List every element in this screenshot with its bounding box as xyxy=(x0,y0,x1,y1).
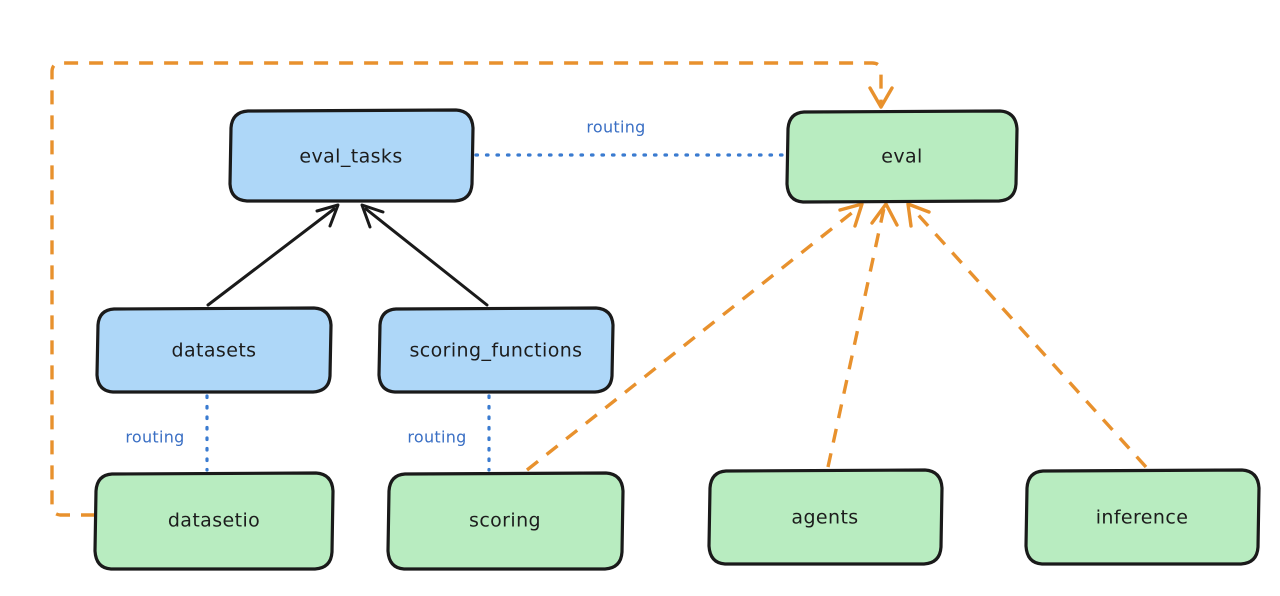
edge-datasets-to-eval-tasks-arrowhead xyxy=(315,203,340,228)
node-eval-label: eval xyxy=(881,146,922,168)
node-eval-shape xyxy=(785,109,1019,204)
node-scoring-functions-shape xyxy=(377,306,615,394)
node-datasets-shape xyxy=(95,306,333,394)
node-datasets-label: datasets xyxy=(172,340,257,362)
edge-inference-to-eval-line xyxy=(910,206,1148,469)
node-scoring-functions-label: scoring_functions xyxy=(410,340,583,362)
edge-scoring-to-eval-line xyxy=(525,206,860,472)
node-datasetio[interactable]: datasetio xyxy=(93,471,335,571)
node-agents-shape xyxy=(707,468,944,566)
edge-scoring-to-eval-arrowhead xyxy=(838,202,864,228)
edge-datasets-to-eval-tasks xyxy=(206,203,340,307)
edge-scoring-functions-to-eval-tasks-line xyxy=(364,207,489,307)
edge-label-routing-datasets: routing xyxy=(125,428,184,447)
edge-inference-to-eval-arrowhead xyxy=(906,202,931,228)
edge-datasets-to-eval-tasks-line xyxy=(206,207,336,307)
node-datasetio-shape xyxy=(93,471,335,571)
node-eval-tasks-label: eval_tasks xyxy=(299,146,402,168)
node-scoring-functions[interactable]: scoring_functions xyxy=(377,306,615,394)
node-eval-tasks-shape xyxy=(228,108,475,203)
edge-agents-to-eval-line xyxy=(826,207,886,468)
node-layer: eval_tasks eval datasets scoring_functio… xyxy=(93,108,1261,571)
edge-scoring-functions-to-eval-tasks xyxy=(360,203,489,307)
node-eval[interactable]: eval xyxy=(785,109,1019,204)
edge-scoring-functions-to-eval-tasks-arrowhead xyxy=(360,203,385,229)
edge-agents-to-eval-arrowhead xyxy=(870,202,899,227)
edge-inference-to-eval xyxy=(906,202,1148,469)
node-inference-label: inference xyxy=(1096,507,1189,529)
edge-scoring-functions-to-scoring: routing xyxy=(407,394,491,472)
node-scoring[interactable]: scoring xyxy=(386,471,625,571)
node-eval-tasks[interactable]: eval_tasks xyxy=(228,108,475,203)
node-datasetio-label: datasetio xyxy=(168,510,260,532)
edge-agents-to-eval xyxy=(826,202,899,468)
node-agents-label: agents xyxy=(791,507,858,529)
edge-datasetio-to-eval-arrowhead xyxy=(868,86,894,109)
node-scoring-label: scoring xyxy=(469,510,541,532)
edge-scoring-to-eval xyxy=(525,202,864,472)
node-agents[interactable]: agents xyxy=(707,468,944,566)
edge-label-routing-scoring-functions: routing xyxy=(407,428,466,447)
edge-datasets-to-datasetio: routing xyxy=(125,394,209,472)
edge-layer: routing xyxy=(50,61,1148,517)
node-inference-shape xyxy=(1024,468,1261,566)
node-scoring-shape xyxy=(386,471,625,571)
edge-eval-tasks-to-eval: routing xyxy=(474,118,786,157)
edge-label-routing-eval-tasks: routing xyxy=(586,118,645,137)
node-inference[interactable]: inference xyxy=(1024,468,1261,566)
edge-datasetio-to-eval xyxy=(50,61,894,517)
node-datasets[interactable]: datasets xyxy=(95,306,333,394)
